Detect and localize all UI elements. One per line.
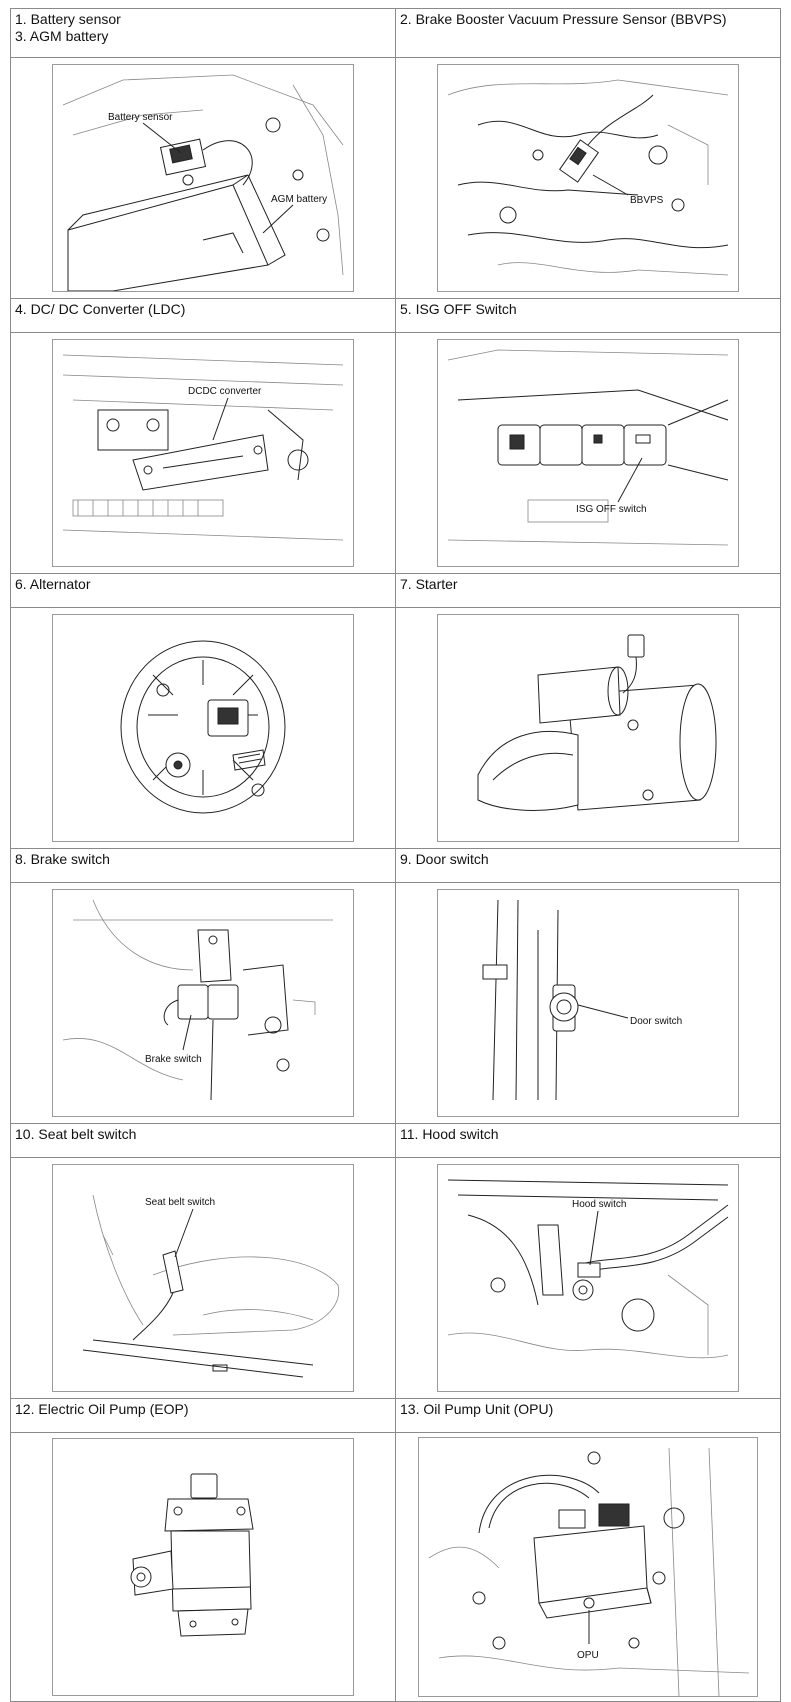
label-seat-belt-switch: 10. Seat belt switch: [10, 1123, 396, 1158]
label-line: 6. Alternator: [15, 576, 91, 592]
figure-cell-isg: ISG OFF switch: [395, 332, 781, 574]
label-line: 13. Oil Pump Unit (OPU): [400, 1401, 554, 1417]
eop-illustration: [52, 1438, 354, 1696]
figure-row: [10, 607, 781, 849]
callout-dcdc: DCDC converter: [188, 386, 262, 397]
label-row: 1. Battery sensor 3. AGM battery 2. Brak…: [10, 8, 781, 58]
callout-opu: OPU: [577, 1650, 599, 1661]
figure-cell-alternator: [10, 607, 396, 849]
figure-cell-door: Door switch: [395, 882, 781, 1124]
callout-bbvps: BBVPS: [630, 195, 664, 206]
label-row: 8. Brake switch 9. Door switch: [10, 848, 781, 883]
figure-cell-ldc: DCDC converter: [10, 332, 396, 574]
label-line: 10. Seat belt switch: [15, 1126, 137, 1142]
label-line: 9. Door switch: [400, 851, 489, 867]
door-switch-illustration: Door switch: [437, 889, 739, 1117]
callout-battery-sensor: Battery sensor: [108, 112, 173, 123]
label-line: 7. Starter: [400, 576, 458, 592]
label-line: 11. Hood switch: [400, 1126, 499, 1142]
label-line: 5. ISG OFF Switch: [400, 301, 517, 317]
figure-cell-opu: OPU: [395, 1432, 781, 1702]
label-line: 2. Brake Booster Vacuum Pressure Sensor …: [400, 11, 727, 27]
label-line: 8. Brake switch: [15, 851, 110, 867]
figure-row: Seat belt switch Hood switc: [10, 1157, 781, 1399]
isg-off-illustration: ISG OFF switch: [437, 339, 739, 567]
label-line: 12. Electric Oil Pump (EOP): [15, 1401, 189, 1417]
opu-illustration: OPU: [418, 1437, 758, 1697]
callout-hood-switch: Hood switch: [572, 1199, 626, 1210]
callout-isg-off: ISG OFF switch: [576, 504, 647, 515]
bbvps-illustration: BBVPS: [437, 64, 739, 292]
alternator-illustration: [52, 614, 354, 842]
label-line: 1. Battery sensor: [15, 11, 121, 27]
figure-cell-battery: Battery sensor AGM battery: [10, 57, 396, 299]
figure-cell-starter: [395, 607, 781, 849]
label-starter: 7. Starter: [395, 573, 781, 608]
starter-illustration: [437, 614, 739, 842]
label-ldc: 4. DC/ DC Converter (LDC): [10, 298, 396, 333]
figure-cell-hood: Hood switch: [395, 1157, 781, 1399]
figure-row: Brake switch Door switch: [10, 882, 781, 1124]
ldc-illustration: DCDC converter: [52, 339, 354, 567]
figure-cell-seat-belt: Seat belt switch: [10, 1157, 396, 1399]
label-opu: 13. Oil Pump Unit (OPU): [395, 1398, 781, 1433]
figure-cell-brake: Brake switch: [10, 882, 396, 1124]
label-row: 12. Electric Oil Pump (EOP) 13. Oil Pump…: [10, 1398, 781, 1433]
hood-switch-illustration: Hood switch: [437, 1164, 739, 1392]
label-isg-off: 5. ISG OFF Switch: [395, 298, 781, 333]
label-door-switch: 9. Door switch: [395, 848, 781, 883]
seat-belt-switch-illustration: Seat belt switch: [52, 1164, 354, 1392]
label-eop: 12. Electric Oil Pump (EOP): [10, 1398, 396, 1433]
label-line: 3. AGM battery: [15, 28, 109, 44]
component-location-table: 1. Battery sensor 3. AGM battery 2. Brak…: [10, 8, 781, 1702]
label-battery-sensor-agm: 1. Battery sensor 3. AGM battery: [10, 8, 396, 58]
callout-agm-battery: AGM battery: [271, 194, 327, 205]
label-brake-switch: 8. Brake switch: [10, 848, 396, 883]
callout-seat-belt-switch: Seat belt switch: [145, 1197, 215, 1208]
figure-row: Battery sensor AGM battery: [10, 57, 781, 299]
figure-cell-bbvps: BBVPS: [395, 57, 781, 299]
label-row: 6. Alternator 7. Starter: [10, 573, 781, 608]
figure-cell-eop: [10, 1432, 396, 1702]
label-row: 10. Seat belt switch 11. Hood switch: [10, 1123, 781, 1158]
figure-row: DCDC converter: [10, 332, 781, 574]
label-row: 4. DC/ DC Converter (LDC) 5. ISG OFF Swi…: [10, 298, 781, 333]
label-line: 4. DC/ DC Converter (LDC): [15, 301, 186, 317]
label-bbvps: 2. Brake Booster Vacuum Pressure Sensor …: [395, 8, 781, 58]
brake-switch-illustration: Brake switch: [52, 889, 354, 1117]
callout-door-switch: Door switch: [630, 1016, 682, 1027]
callout-brake-switch: Brake switch: [145, 1054, 202, 1065]
label-hood-switch: 11. Hood switch: [395, 1123, 781, 1158]
battery-illustration: Battery sensor AGM battery: [52, 64, 354, 292]
label-alternator: 6. Alternator: [10, 573, 396, 608]
figure-row: OPU: [10, 1432, 781, 1702]
